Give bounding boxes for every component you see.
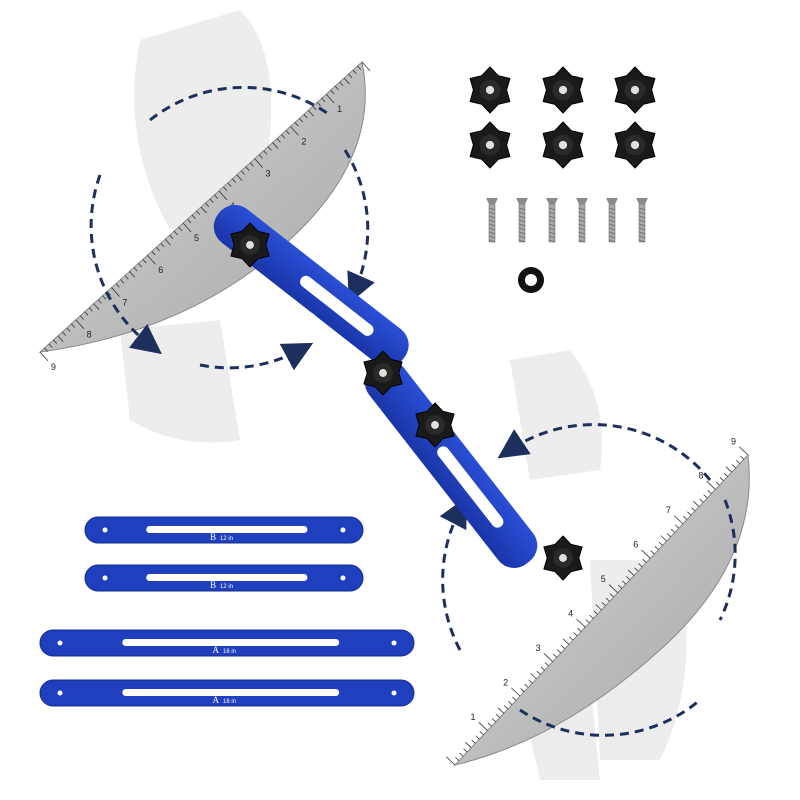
arrow-top-right (343, 149, 375, 304)
screws (486, 198, 648, 243)
arrow-top-bottom (199, 342, 314, 371)
ruler-number: 8 (698, 471, 703, 481)
arrow-bottom-left (439, 496, 467, 651)
ruler-number: 1 (337, 104, 342, 114)
loose-knobs (469, 66, 656, 169)
ruler-number: 9 (731, 436, 736, 446)
ruler-number: 3 (266, 169, 271, 179)
screw-2 (516, 198, 528, 243)
lower-arm-label: C (455, 418, 477, 439)
bottom-protractor-ruler: 1 2 3 4 5 6 7 8 9 (446, 436, 750, 766)
spare-arm-size: 16 in (223, 649, 236, 655)
spare-arm-letter: A (213, 695, 220, 705)
arm-knob-3 (415, 402, 455, 448)
arrow-bottom-lower (519, 698, 701, 737)
screw-3 (546, 198, 558, 243)
arrow-top-outer (89, 174, 162, 355)
knob-6 (614, 121, 656, 169)
screw-4 (576, 198, 588, 243)
spare-arm-2: B 12 in (84, 564, 364, 592)
ruler-number: 2 (301, 136, 306, 146)
arm-knob-1 (230, 222, 270, 268)
ruler-number: 4 (568, 608, 573, 618)
washer (518, 267, 544, 293)
spare-arm-letter: B (210, 580, 216, 590)
spare-arm-size: 16 in (223, 699, 236, 705)
screw-5 (606, 198, 618, 243)
ruler-number: 6 (158, 265, 163, 275)
ruler-number: 5 (194, 233, 199, 243)
spare-arm-letter: A (213, 645, 220, 655)
rotation-arrows (89, 85, 737, 737)
knob-3 (614, 66, 656, 114)
spare-arm-1: B 12 in (84, 516, 364, 544)
ruler-number: 8 (87, 330, 92, 340)
main-arm-assembly: C 8 in C 8 in (213, 205, 583, 581)
bottom-ruler-ticks: 1 2 3 4 5 6 7 8 9 (446, 436, 749, 766)
arrow-bottom-right (718, 499, 737, 621)
arm-knob-4 (543, 535, 583, 581)
knob-5 (542, 121, 584, 169)
spare-arm-letter: B (210, 532, 216, 542)
spare-arm-size: 12 in (220, 584, 233, 590)
ruler-number: 5 (601, 574, 606, 584)
ruler-number: 3 (536, 643, 541, 653)
ruler-number: 7 (666, 505, 671, 515)
knob-2 (542, 66, 584, 114)
spare-arm-size: 12 in (220, 536, 233, 542)
knob-4 (469, 121, 511, 169)
ruler-number: 6 (633, 540, 638, 550)
knob-1 (469, 66, 511, 114)
arm-knobs (230, 222, 583, 581)
arrow-top-upper (149, 85, 331, 122)
ruler-number: 9 (51, 362, 56, 372)
ruler-number: 7 (122, 297, 127, 307)
screw-6 (636, 198, 648, 243)
arm-knob-2 (363, 350, 403, 396)
arrow-bottom-top (497, 423, 712, 481)
ruler-number: 2 (503, 677, 508, 687)
screw-1 (486, 198, 498, 243)
ruler-number: 1 (471, 712, 476, 722)
